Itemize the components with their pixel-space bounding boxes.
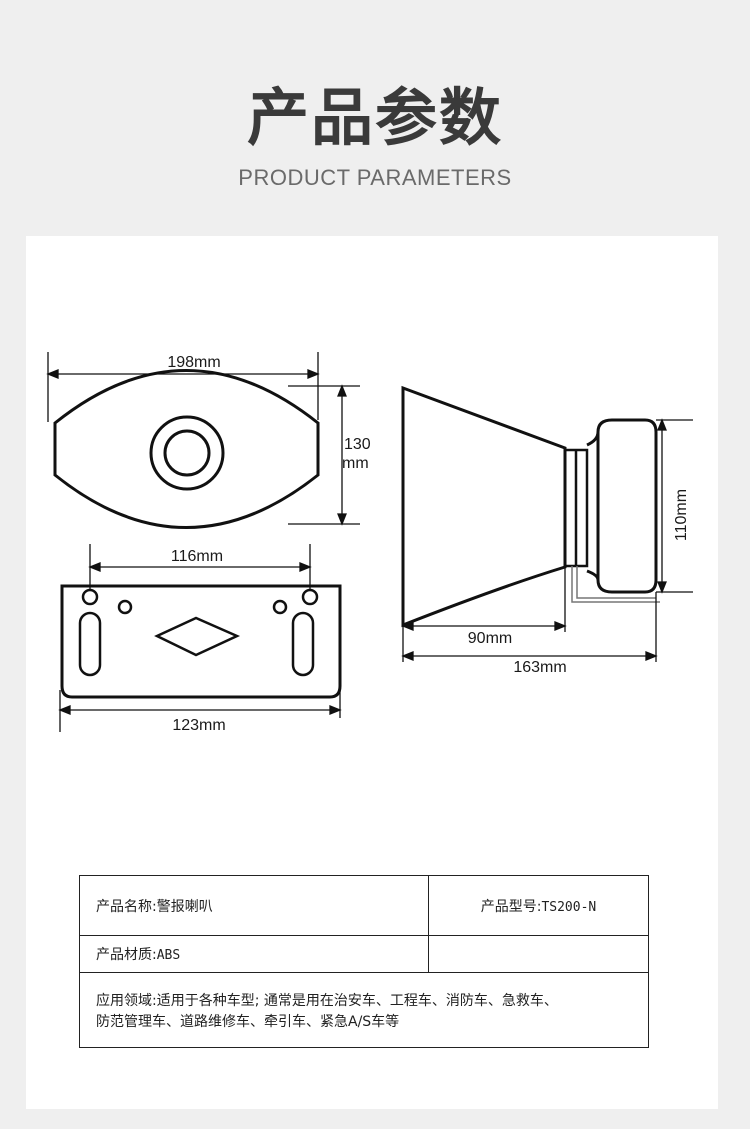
bracket-spacing-dimension bbox=[88, 544, 312, 590]
total-depth-label: 163mm bbox=[513, 659, 566, 676]
front-height-dimension bbox=[288, 384, 360, 526]
table-row: 产品名称:警报喇叭 产品型号:TS200-N bbox=[79, 875, 649, 936]
bracket-width-dimension bbox=[58, 690, 342, 732]
front-width-dimension bbox=[46, 352, 320, 422]
bracket-mount-hole-right bbox=[301, 588, 319, 606]
bracket-width-label: 123mm bbox=[172, 717, 225, 734]
bracket-spacing-label: 116mm bbox=[171, 548, 223, 565]
page-title: 产品参数 bbox=[246, 81, 503, 154]
product-name-cell: 产品名称:警报喇叭 bbox=[79, 875, 429, 936]
speaker-side-bracket bbox=[571, 566, 660, 603]
bracket-small-hole-left bbox=[117, 599, 133, 615]
application-line-1: 应用领域:适用于各种车型; 通常是用在治安车、工程车、消防车、急救车、 bbox=[96, 991, 632, 1012]
application-text-1: 适用于各种车型; 通常是用在治安车、工程车、消防车、急救车、 bbox=[156, 993, 558, 1009]
application-cell: 应用领域:适用于各种车型; 通常是用在治安车、工程车、消防车、急救车、 防范管理… bbox=[79, 972, 649, 1048]
product-material-value: ABS bbox=[156, 948, 181, 963]
product-name-value: 警报喇叭 bbox=[156, 898, 213, 915]
bracket-mount-hole-left bbox=[81, 588, 99, 606]
speaker-front-body bbox=[53, 369, 320, 529]
product-material-cell: 产品材质:ABS bbox=[79, 935, 429, 973]
bracket-slot-left bbox=[78, 611, 102, 677]
product-model-label: 产品型号: bbox=[480, 898, 542, 915]
speaker-side-neck bbox=[563, 448, 589, 568]
speaker-side-driver bbox=[586, 418, 658, 594]
application-label: 应用领域: bbox=[96, 993, 157, 1009]
product-material-label: 产品材质: bbox=[96, 947, 157, 963]
side-height-label: 110mm bbox=[673, 489, 690, 541]
speaker-side-horn bbox=[401, 385, 567, 628]
bracket-plate bbox=[60, 584, 342, 699]
spec-table: 产品名称:警报喇叭 产品型号:TS200-N 产品材质:ABS 应用领域:适用于… bbox=[79, 875, 649, 1048]
bracket-slot-right bbox=[291, 611, 315, 677]
speaker-front-outer-ring bbox=[149, 415, 225, 491]
speaker-front-inner-ring bbox=[163, 429, 211, 477]
page-subtitle: PRODUCT PARAMETERS bbox=[238, 165, 512, 190]
table-row: 产品材质:ABS bbox=[79, 935, 649, 973]
product-model-cell: 产品型号:TS200-N bbox=[428, 875, 649, 936]
front-width-label: 198mm bbox=[167, 354, 220, 371]
empty-cell bbox=[428, 935, 649, 973]
front-height-value-label: 130 bbox=[344, 436, 371, 453]
product-model-value: TS200-N bbox=[541, 899, 597, 915]
application-line-2: 防范管理车、道路维修车、牵引车、紧急A/S车等 bbox=[96, 1014, 400, 1030]
product-name-label: 产品名称: bbox=[96, 898, 157, 915]
horn-depth-label: 90mm bbox=[468, 630, 512, 647]
bracket-diamond-cutout bbox=[154, 616, 241, 657]
table-row: 应用领域:适用于各种车型; 通常是用在治安车、工程车、消防车、急救车、 防范管理… bbox=[79, 972, 649, 1048]
side-height-dimension bbox=[656, 418, 693, 594]
front-height-unit-label: mm bbox=[342, 455, 369, 472]
total-depth-dimension bbox=[401, 592, 658, 662]
bracket-small-hole-right bbox=[272, 599, 288, 615]
